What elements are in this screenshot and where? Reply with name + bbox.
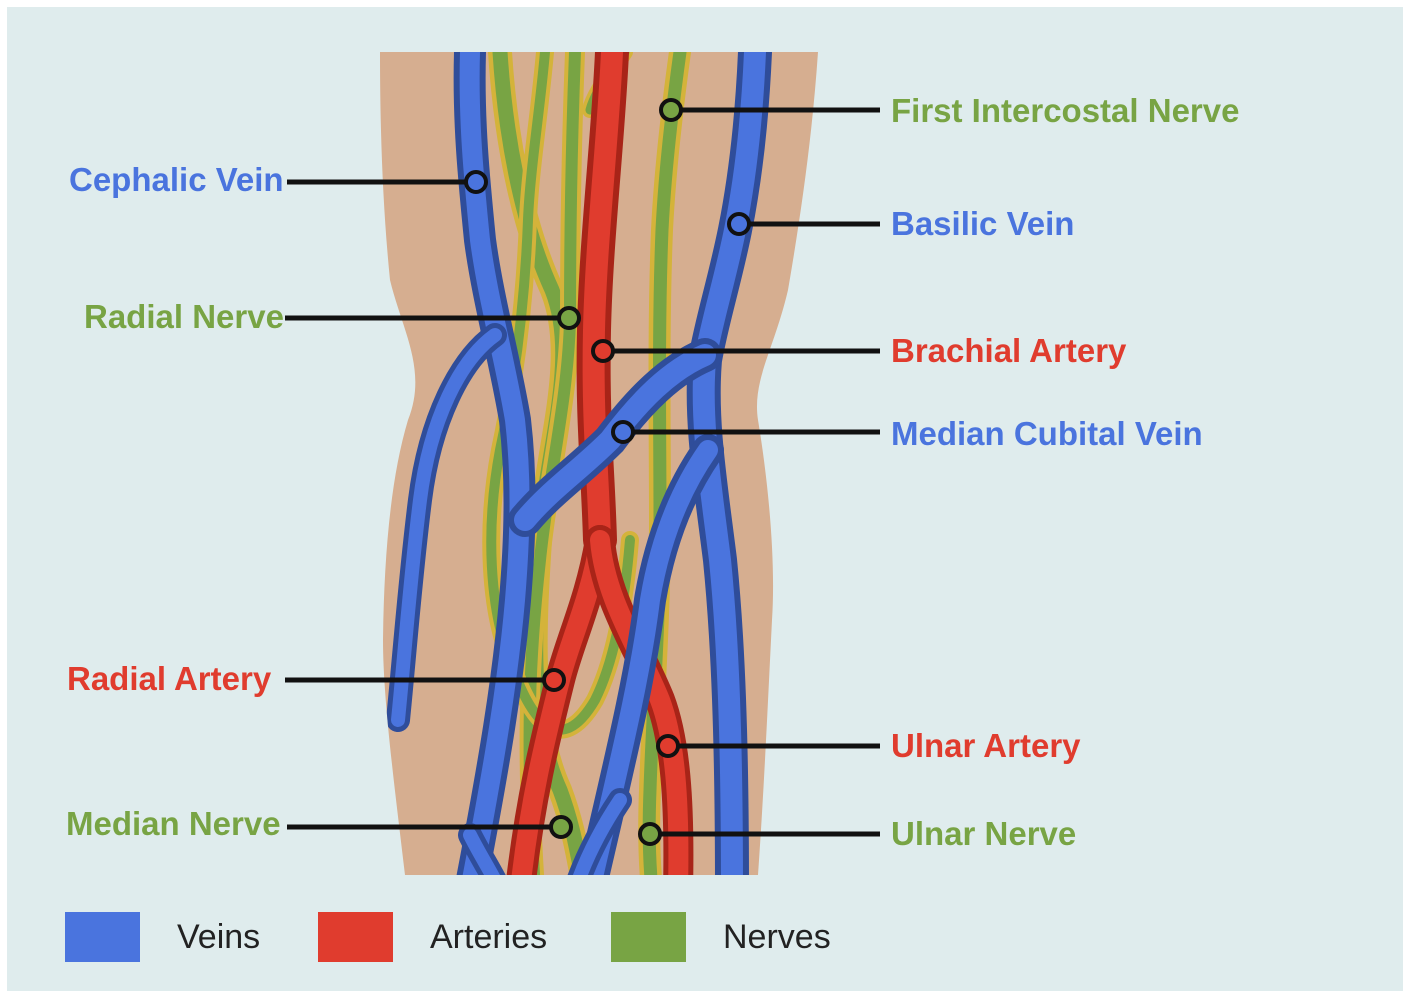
marker-ulnar-nerve (640, 824, 660, 844)
marker-radial-artery (544, 670, 564, 690)
legend-label-veins: Veins (177, 920, 260, 954)
marker-basilic-vein (729, 214, 749, 234)
marker-cephalic-vein (466, 172, 486, 192)
legend-swatch-veins (65, 912, 140, 962)
marker-median-nerve (551, 817, 571, 837)
label-ulnar-artery: Ulnar Artery (891, 729, 1081, 762)
marker-ulnar-artery (658, 736, 678, 756)
legend-swatch-nerves (611, 912, 686, 962)
label-ulnar-nerve: Ulnar Nerve (891, 817, 1076, 850)
marker-radial-nerve (559, 308, 579, 328)
label-median-nerve: Median Nerve (66, 807, 281, 840)
label-brachial-artery: Brachial Artery (891, 334, 1126, 367)
label-radial-nerve: Radial Nerve (84, 300, 284, 333)
label-median-cubital-vein: Median Cubital Vein (891, 417, 1203, 450)
marker-first-intercostal-nerve (661, 100, 681, 120)
label-cephalic-vein: Cephalic Vein (69, 163, 284, 196)
marker-brachial-artery (593, 341, 613, 361)
legend-label-arteries: Arteries (430, 920, 547, 954)
label-first-intercostal-nerve: First Intercostal Nerve (891, 94, 1239, 127)
marker-median-cubital-vein (613, 422, 633, 442)
label-basilic-vein: Basilic Vein (891, 207, 1074, 240)
legend-label-nerves: Nerves (723, 920, 831, 954)
legend-swatch-arteries (318, 912, 393, 962)
label-radial-artery: Radial Artery (67, 662, 271, 695)
